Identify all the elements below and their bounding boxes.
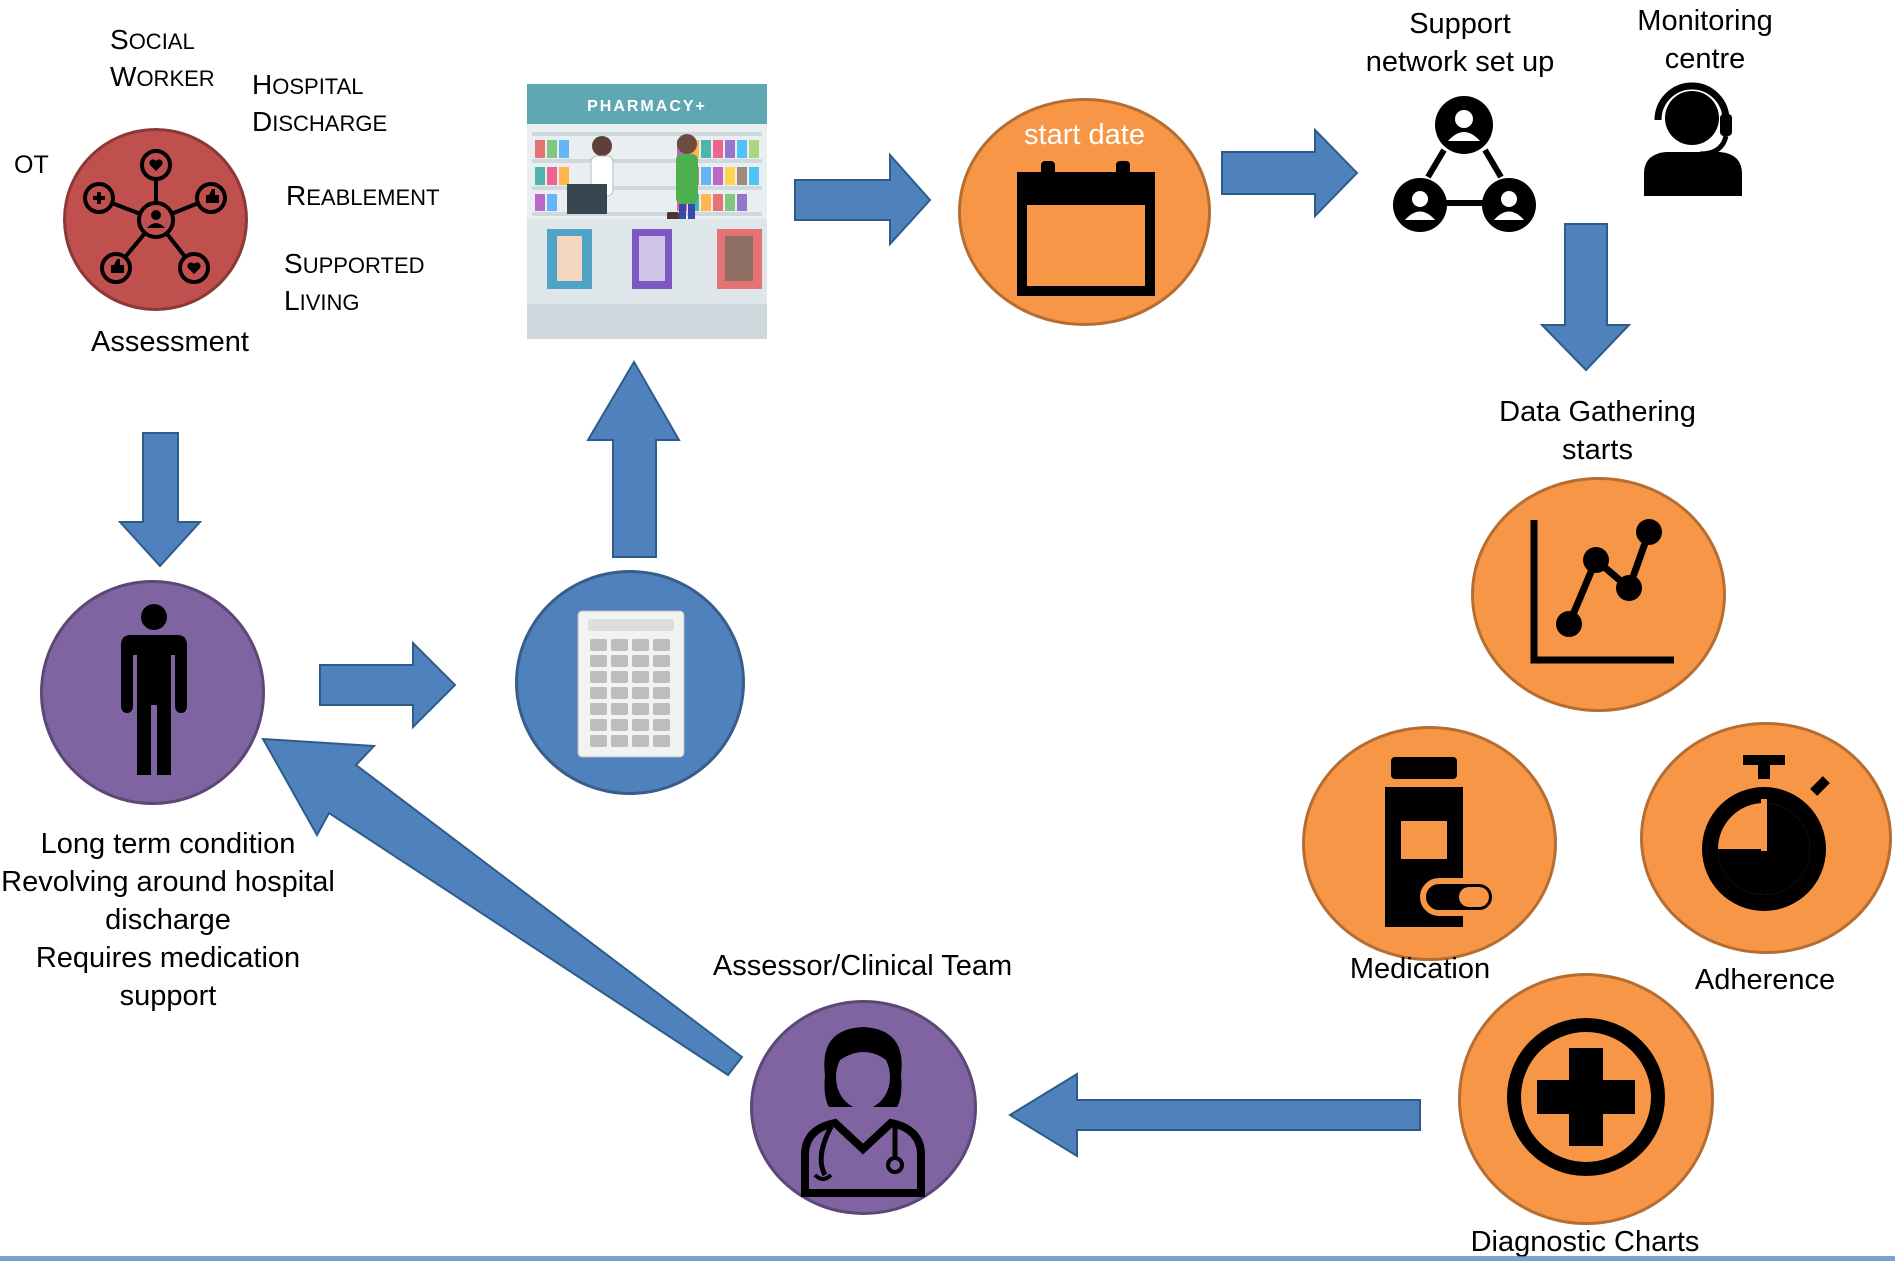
arrow-left-diagnostic-assessor bbox=[1008, 1072, 1421, 1158]
pill-compartment bbox=[590, 671, 607, 683]
diagnostic-node bbox=[1458, 973, 1714, 1225]
role-supported-living: SUPPORTED LIVING bbox=[284, 248, 425, 316]
adherence-label: Adherence bbox=[1694, 964, 1836, 996]
pill-compartment bbox=[590, 735, 607, 747]
network-hearts-icon bbox=[83, 149, 227, 284]
pharmacy-scene-icon: PHARMACY+ bbox=[527, 84, 767, 339]
diagnostic-label: Diagnostic Charts bbox=[1470, 1226, 1700, 1258]
pharmacy-sign: PHARMACY+ bbox=[587, 98, 707, 115]
assessment-title: Assessment bbox=[91, 326, 249, 358]
patient-node bbox=[40, 580, 265, 805]
adherence-node bbox=[1640, 722, 1892, 954]
line-chart-icon bbox=[1530, 519, 1674, 664]
pharmacy-illustration: PHARMACY+ bbox=[527, 84, 767, 339]
patient-line-5: support bbox=[119, 980, 217, 1012]
pill-compartment bbox=[653, 655, 670, 667]
pill-compartment bbox=[632, 671, 649, 683]
pill-compartment bbox=[590, 639, 607, 651]
calendar-icon bbox=[1017, 161, 1155, 296]
medication-label: Medication bbox=[1349, 953, 1491, 985]
pill-organizer-node bbox=[515, 570, 745, 795]
pill-compartment bbox=[653, 687, 670, 699]
arrow-down-assessment bbox=[117, 432, 203, 568]
pill-compartment bbox=[590, 655, 607, 667]
stopwatch-icon bbox=[1702, 755, 1830, 911]
pill-compartment bbox=[590, 719, 607, 731]
medicine-bottle-icon bbox=[1385, 757, 1498, 927]
pill-compartment bbox=[611, 671, 628, 683]
people-network-icon bbox=[1393, 96, 1536, 232]
pill-compartment bbox=[611, 703, 628, 715]
pill-compartment bbox=[632, 703, 649, 715]
medical-cross-icon bbox=[1507, 1018, 1665, 1176]
pill-compartment bbox=[653, 703, 670, 715]
pill-compartment bbox=[632, 639, 649, 651]
pill-compartment bbox=[590, 687, 607, 699]
data-gathering-node bbox=[1471, 477, 1726, 712]
bottom-divider bbox=[0, 1256, 1895, 1261]
arrow-down-data-gathering bbox=[1539, 223, 1632, 372]
assessor-node bbox=[750, 1000, 977, 1215]
patient-line-3: discharge bbox=[105, 904, 231, 936]
pill-compartment bbox=[653, 719, 670, 731]
pill-compartment bbox=[632, 687, 649, 699]
role-hospital-discharge: HOSPITAL DISCHARGE bbox=[252, 69, 388, 137]
pill-compartment bbox=[590, 703, 607, 715]
role-social-worker: SOCIAL WORKER bbox=[110, 24, 215, 92]
pill-compartment bbox=[611, 719, 628, 731]
pill-compartment bbox=[632, 735, 649, 747]
arrow-right-patient-organizer bbox=[319, 640, 457, 730]
pill-compartment bbox=[611, 687, 628, 699]
role-ot: OT bbox=[14, 151, 49, 179]
start-date-node: start date bbox=[958, 98, 1211, 326]
support-network-label: Support network set up bbox=[1365, 8, 1555, 78]
role-reablement: REABLEMENT bbox=[286, 180, 440, 211]
pill-compartment bbox=[653, 639, 670, 651]
patient-line-4: Requires medication bbox=[35, 942, 301, 974]
pill-compartment bbox=[611, 735, 628, 747]
person-icon bbox=[121, 604, 187, 775]
pill-organizer-icon bbox=[577, 610, 685, 758]
arrow-right-pharmacy-start bbox=[794, 152, 932, 247]
patient-line-1: Long term condition bbox=[40, 828, 296, 860]
pill-compartment bbox=[611, 655, 628, 667]
medication-node bbox=[1302, 726, 1557, 961]
start-date-label: start date bbox=[1024, 119, 1145, 151]
arrow-up-organizer-pharmacy bbox=[586, 360, 681, 558]
assessment-node bbox=[63, 128, 248, 311]
arrow-diagonal-assessor-patient bbox=[261, 737, 744, 1077]
patient-line-2: Revolving around hospital bbox=[1, 866, 335, 898]
pill-compartment bbox=[653, 735, 670, 747]
data-gathering-label: Data Gathering starts bbox=[1499, 396, 1696, 466]
doctor-icon bbox=[801, 1027, 925, 1197]
assessor-label: Assessor/Clinical Team bbox=[712, 950, 1013, 982]
headset-operator-icon bbox=[1644, 82, 1742, 196]
pill-compartment bbox=[611, 639, 628, 651]
pill-compartment bbox=[653, 671, 670, 683]
pill-compartment bbox=[632, 655, 649, 667]
pill-compartment bbox=[632, 719, 649, 731]
patient-description: Long term condition Revolving around hos… bbox=[0, 825, 336, 1015]
monitoring-label: Monitoring centre bbox=[1637, 5, 1773, 75]
arrow-right-start-support bbox=[1221, 127, 1359, 219]
